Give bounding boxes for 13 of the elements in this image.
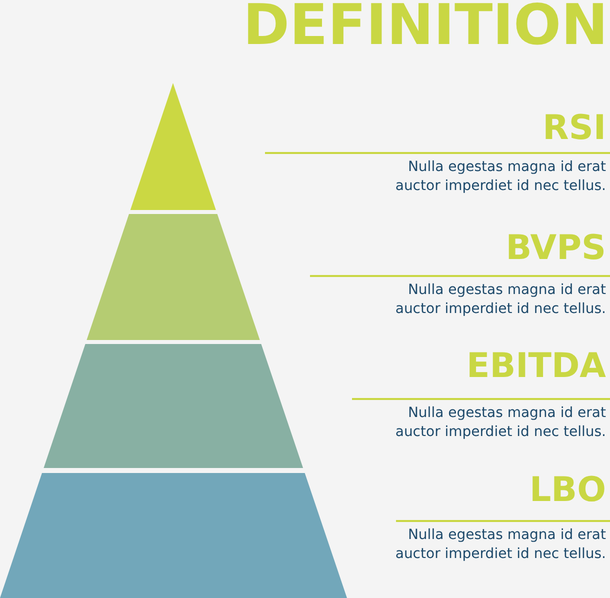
pyramid-top-triangle <box>130 83 216 210</box>
description-text: Nulla egestas magna id erat auctor imperdiet id nec tellus. <box>394 281 606 319</box>
heading: EBITDA <box>466 346 606 386</box>
title: DEFINITION <box>242 0 608 58</box>
description-text: Nulla egestas magna id erat auctor imperdiet id nec tellus. <box>394 404 606 442</box>
pyramid-layer <box>86 214 260 340</box>
pyramid-layer <box>0 473 347 598</box>
pyramid-layer <box>44 344 304 468</box>
heading: LBO <box>530 470 606 510</box>
description-text: Nulla egestas magna id erat auctor imperdiet id nec tellus. <box>394 158 606 196</box>
heading: RSI <box>542 108 606 148</box>
description-text: Nulla egestas magna id erat auctor imperdiet id nec tellus. <box>394 526 606 564</box>
heading: BVPS <box>506 228 606 268</box>
